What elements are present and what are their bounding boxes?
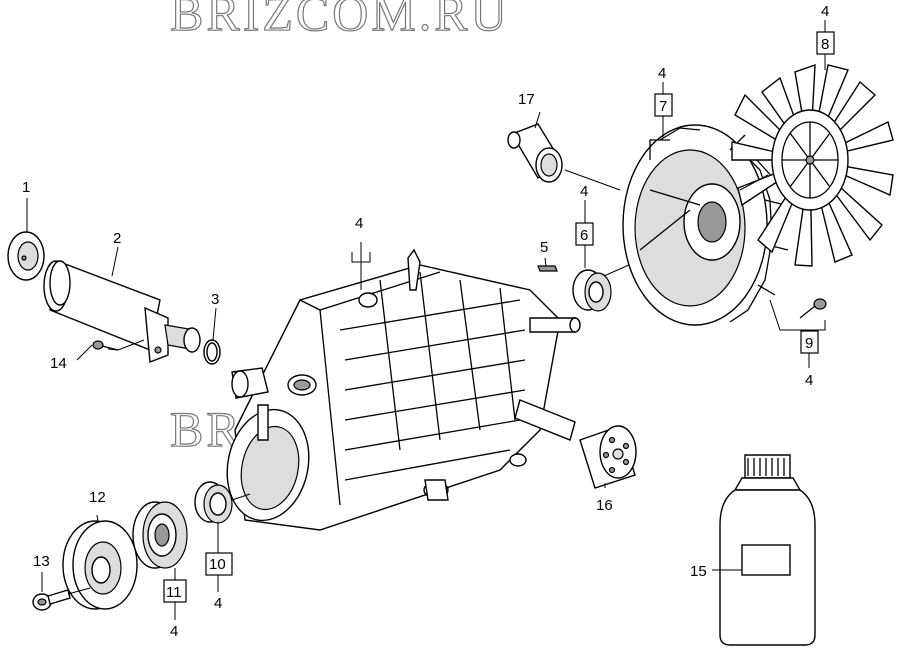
callout-4-housing[interactable]: 4 [355, 215, 363, 232]
leader-17b [534, 111, 541, 129]
callout-4-seal[interactable]: 4 [214, 595, 222, 612]
part-3-o-ring[interactable] [203, 339, 221, 365]
part-14-screw[interactable] [92, 339, 145, 351]
watermark-top: BRIZCOM.RU [170, 0, 510, 41]
part-12-pulley[interactable] [62, 520, 138, 610]
callout-5[interactable]: 5 [540, 239, 548, 256]
callout-4-bearing-11[interactable]: 4 [170, 623, 178, 640]
callout-4-fan[interactable]: 4 [821, 3, 829, 20]
part-9-screw[interactable] [799, 298, 827, 319]
part-2-tube-assembly[interactable] [43, 260, 201, 363]
box-10 [205, 552, 233, 576]
callout-14[interactable]: 14 [50, 355, 67, 372]
callout-12[interactable]: 12 [89, 489, 106, 506]
callout-13[interactable]: 13 [33, 553, 50, 570]
part-6-bearing[interactable] [572, 269, 612, 312]
callout-4-screw[interactable]: 4 [805, 372, 813, 389]
callout-6[interactable]: 6 [580, 227, 588, 244]
leader-2 [111, 246, 119, 277]
bracket-housing-group [351, 242, 371, 290]
part-5-key[interactable] [537, 265, 558, 272]
leader-14 [76, 344, 93, 361]
leader-17 [564, 169, 621, 191]
part-1-end-cap[interactable] [7, 231, 45, 281]
callout-1[interactable]: 1 [22, 179, 30, 196]
callout-9[interactable]: 9 [805, 335, 813, 352]
part-11-bearing[interactable] [132, 501, 188, 569]
leader-12 [96, 514, 99, 523]
leader-8 [739, 174, 769, 191]
leader-5 [544, 257, 547, 267]
part-17-connector[interactable] [507, 123, 563, 183]
callout-10[interactable]: 10 [209, 556, 226, 573]
leader-3 [212, 307, 217, 341]
part-10-seal[interactable] [194, 481, 233, 524]
part-15-oil-bottle[interactable] [719, 454, 816, 646]
callout-15[interactable]: 15 [690, 563, 707, 580]
callout-8[interactable]: 8 [821, 36, 829, 53]
part-7-flange-shroud[interactable] [622, 124, 789, 326]
callout-2[interactable]: 2 [113, 230, 121, 247]
callout-11[interactable]: 11 [166, 584, 182, 601]
part-16-rotor[interactable] [579, 425, 637, 489]
callout-4-bearing[interactable]: 4 [580, 183, 588, 200]
callout-3[interactable]: 3 [211, 291, 219, 308]
callout-17[interactable]: 17 [518, 91, 535, 108]
callout-4-flange[interactable]: 4 [658, 65, 666, 82]
callout-7[interactable]: 7 [659, 98, 667, 115]
part-13-bolt[interactable] [32, 589, 71, 611]
leader-13 [67, 587, 91, 595]
part-8-fan[interactable] [731, 63, 894, 267]
callout-16[interactable]: 16 [596, 497, 613, 514]
leader-10 [231, 493, 251, 501]
leader-9 [769, 299, 826, 331]
part-main-housing[interactable] [217, 248, 581, 531]
